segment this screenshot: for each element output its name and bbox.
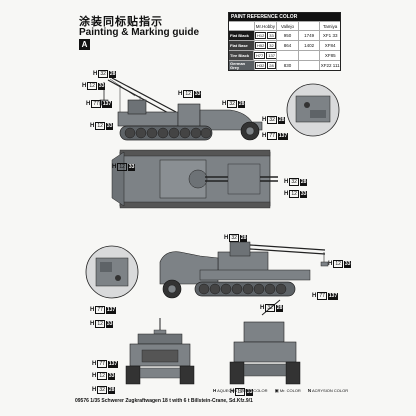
col-vallejo: Vallejo — [276, 22, 298, 30]
vallejo-code-2: 1749 — [297, 31, 320, 40]
tamiya-code: XF22 111 — [319, 61, 340, 70]
vallejo-code-2 — [297, 61, 320, 70]
paint-reference-header-row: Mr.Hobby Vallejo Tamiya — [229, 21, 340, 30]
paint-reference-table: PAINT REFERENCE COLOR Mr.Hobby Vallejo T… — [228, 12, 341, 71]
footer-title: 09576 1/35 Schwerer Zugkraftwagen 18 t w… — [75, 398, 253, 404]
vallejo-code: 864 — [276, 41, 298, 50]
title-english: Painting & Marking guide — [79, 27, 200, 38]
side-view-top — [99, 77, 263, 141]
vallejo-code-2 — [297, 51, 320, 60]
tamiya-code: XF85 — [319, 51, 340, 60]
col-vallejo2 — [297, 22, 320, 30]
col-mrhobby: Mr.Hobby — [253, 22, 277, 30]
vallejo-code — [276, 51, 298, 60]
legend-n: N ACRYSION COLOR — [307, 388, 349, 393]
paint-legend: H AQUEOUS HOBBY COLOR ▣ Mr. COLOR N ACRY… — [213, 388, 348, 394]
tamiya-code: XF1 33 — [319, 31, 340, 40]
vallejo-code-2: 1402 — [297, 41, 320, 50]
section-badge: A — [79, 39, 90, 50]
detail-circle-2 — [85, 245, 139, 299]
legend-m: ▣ Mr. COLOR — [274, 388, 301, 393]
title-chinese: 涂装同标贴指示 — [79, 16, 163, 28]
tamiya-code: XF84 — [319, 41, 340, 50]
legend-h: H AQUEOUS HOBBY COLOR — [213, 388, 268, 393]
paint-swatch: Flat Base — [229, 41, 254, 50]
paint-swatch: Flat Black — [229, 31, 254, 40]
top-view — [111, 149, 278, 209]
side-view-bottom — [159, 241, 329, 299]
vallejo-code: 950 — [276, 31, 298, 40]
detail-circle-1 — [286, 83, 340, 137]
col-tamiya: Tamiya — [319, 22, 340, 30]
paint-swatch: German Grey — [229, 61, 254, 70]
paint-swatch: Tire Black — [229, 51, 254, 60]
vallejo-code: 830 — [276, 61, 298, 70]
paint-reference-title: PAINT REFERENCE COLOR — [229, 13, 340, 21]
front-view — [125, 318, 195, 385]
rear-view — [229, 299, 301, 385]
